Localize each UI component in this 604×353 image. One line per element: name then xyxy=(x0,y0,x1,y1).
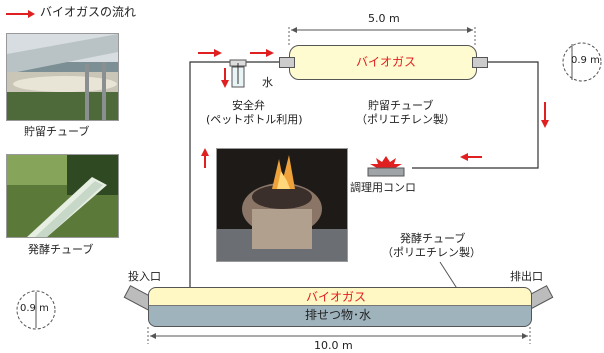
storage-tube-photo xyxy=(6,33,119,121)
storage-diameter-label: 0.9 m xyxy=(571,55,600,66)
storage-gas-label: バイオガス xyxy=(356,55,417,69)
storage-photo-caption: 貯留チューブ xyxy=(24,125,90,138)
safety-valve-icon xyxy=(229,59,247,88)
valve-water-label: 水 xyxy=(262,76,273,89)
fermentation-photo-caption: 発酵チューブ xyxy=(28,243,94,256)
outlet-label: 排出口 xyxy=(510,270,543,283)
fermentation-caption-1: 発酵チューブ xyxy=(400,232,466,245)
storage-length-label: 5.0 m xyxy=(368,12,400,25)
storage-tube-right-cap xyxy=(472,57,488,68)
stove-icon xyxy=(367,156,405,177)
fermentation-waste-layer xyxy=(148,305,532,327)
legend-arrow-icon xyxy=(6,10,35,18)
valve-caption-2: (ペットボトル利用) xyxy=(206,113,303,126)
fermentation-length-label: 10.0 m xyxy=(314,339,353,352)
fermentation-diameter-label: 0.9 m xyxy=(20,303,49,314)
stove-caption: 調理用コンロ xyxy=(350,181,416,194)
fermentation-caption-2: （ポリエチレン製） xyxy=(382,246,481,259)
stove-photo xyxy=(216,148,348,262)
storage-tube xyxy=(289,45,477,80)
storage-caption-2: （ポリエチレン製） xyxy=(356,113,455,126)
fermentation-tube xyxy=(148,287,532,327)
fermentation-waste-label: 排せつ物･水 xyxy=(305,308,372,322)
inlet-label: 投入口 xyxy=(128,270,161,283)
fermentation-tube-photo xyxy=(6,154,119,238)
legend-label: バイオガスの流れ xyxy=(40,5,137,19)
fermentation-gas-layer xyxy=(148,287,532,306)
storage-diameter-icon xyxy=(562,42,602,82)
storage-tube-left-cap xyxy=(279,57,295,68)
storage-caption-1: 貯留チューブ xyxy=(368,99,434,112)
fermentation-diameter-icon xyxy=(16,290,56,330)
fermentation-gas-label: バイオガス xyxy=(306,290,367,304)
valve-caption-1: 安全弁 xyxy=(232,99,265,112)
